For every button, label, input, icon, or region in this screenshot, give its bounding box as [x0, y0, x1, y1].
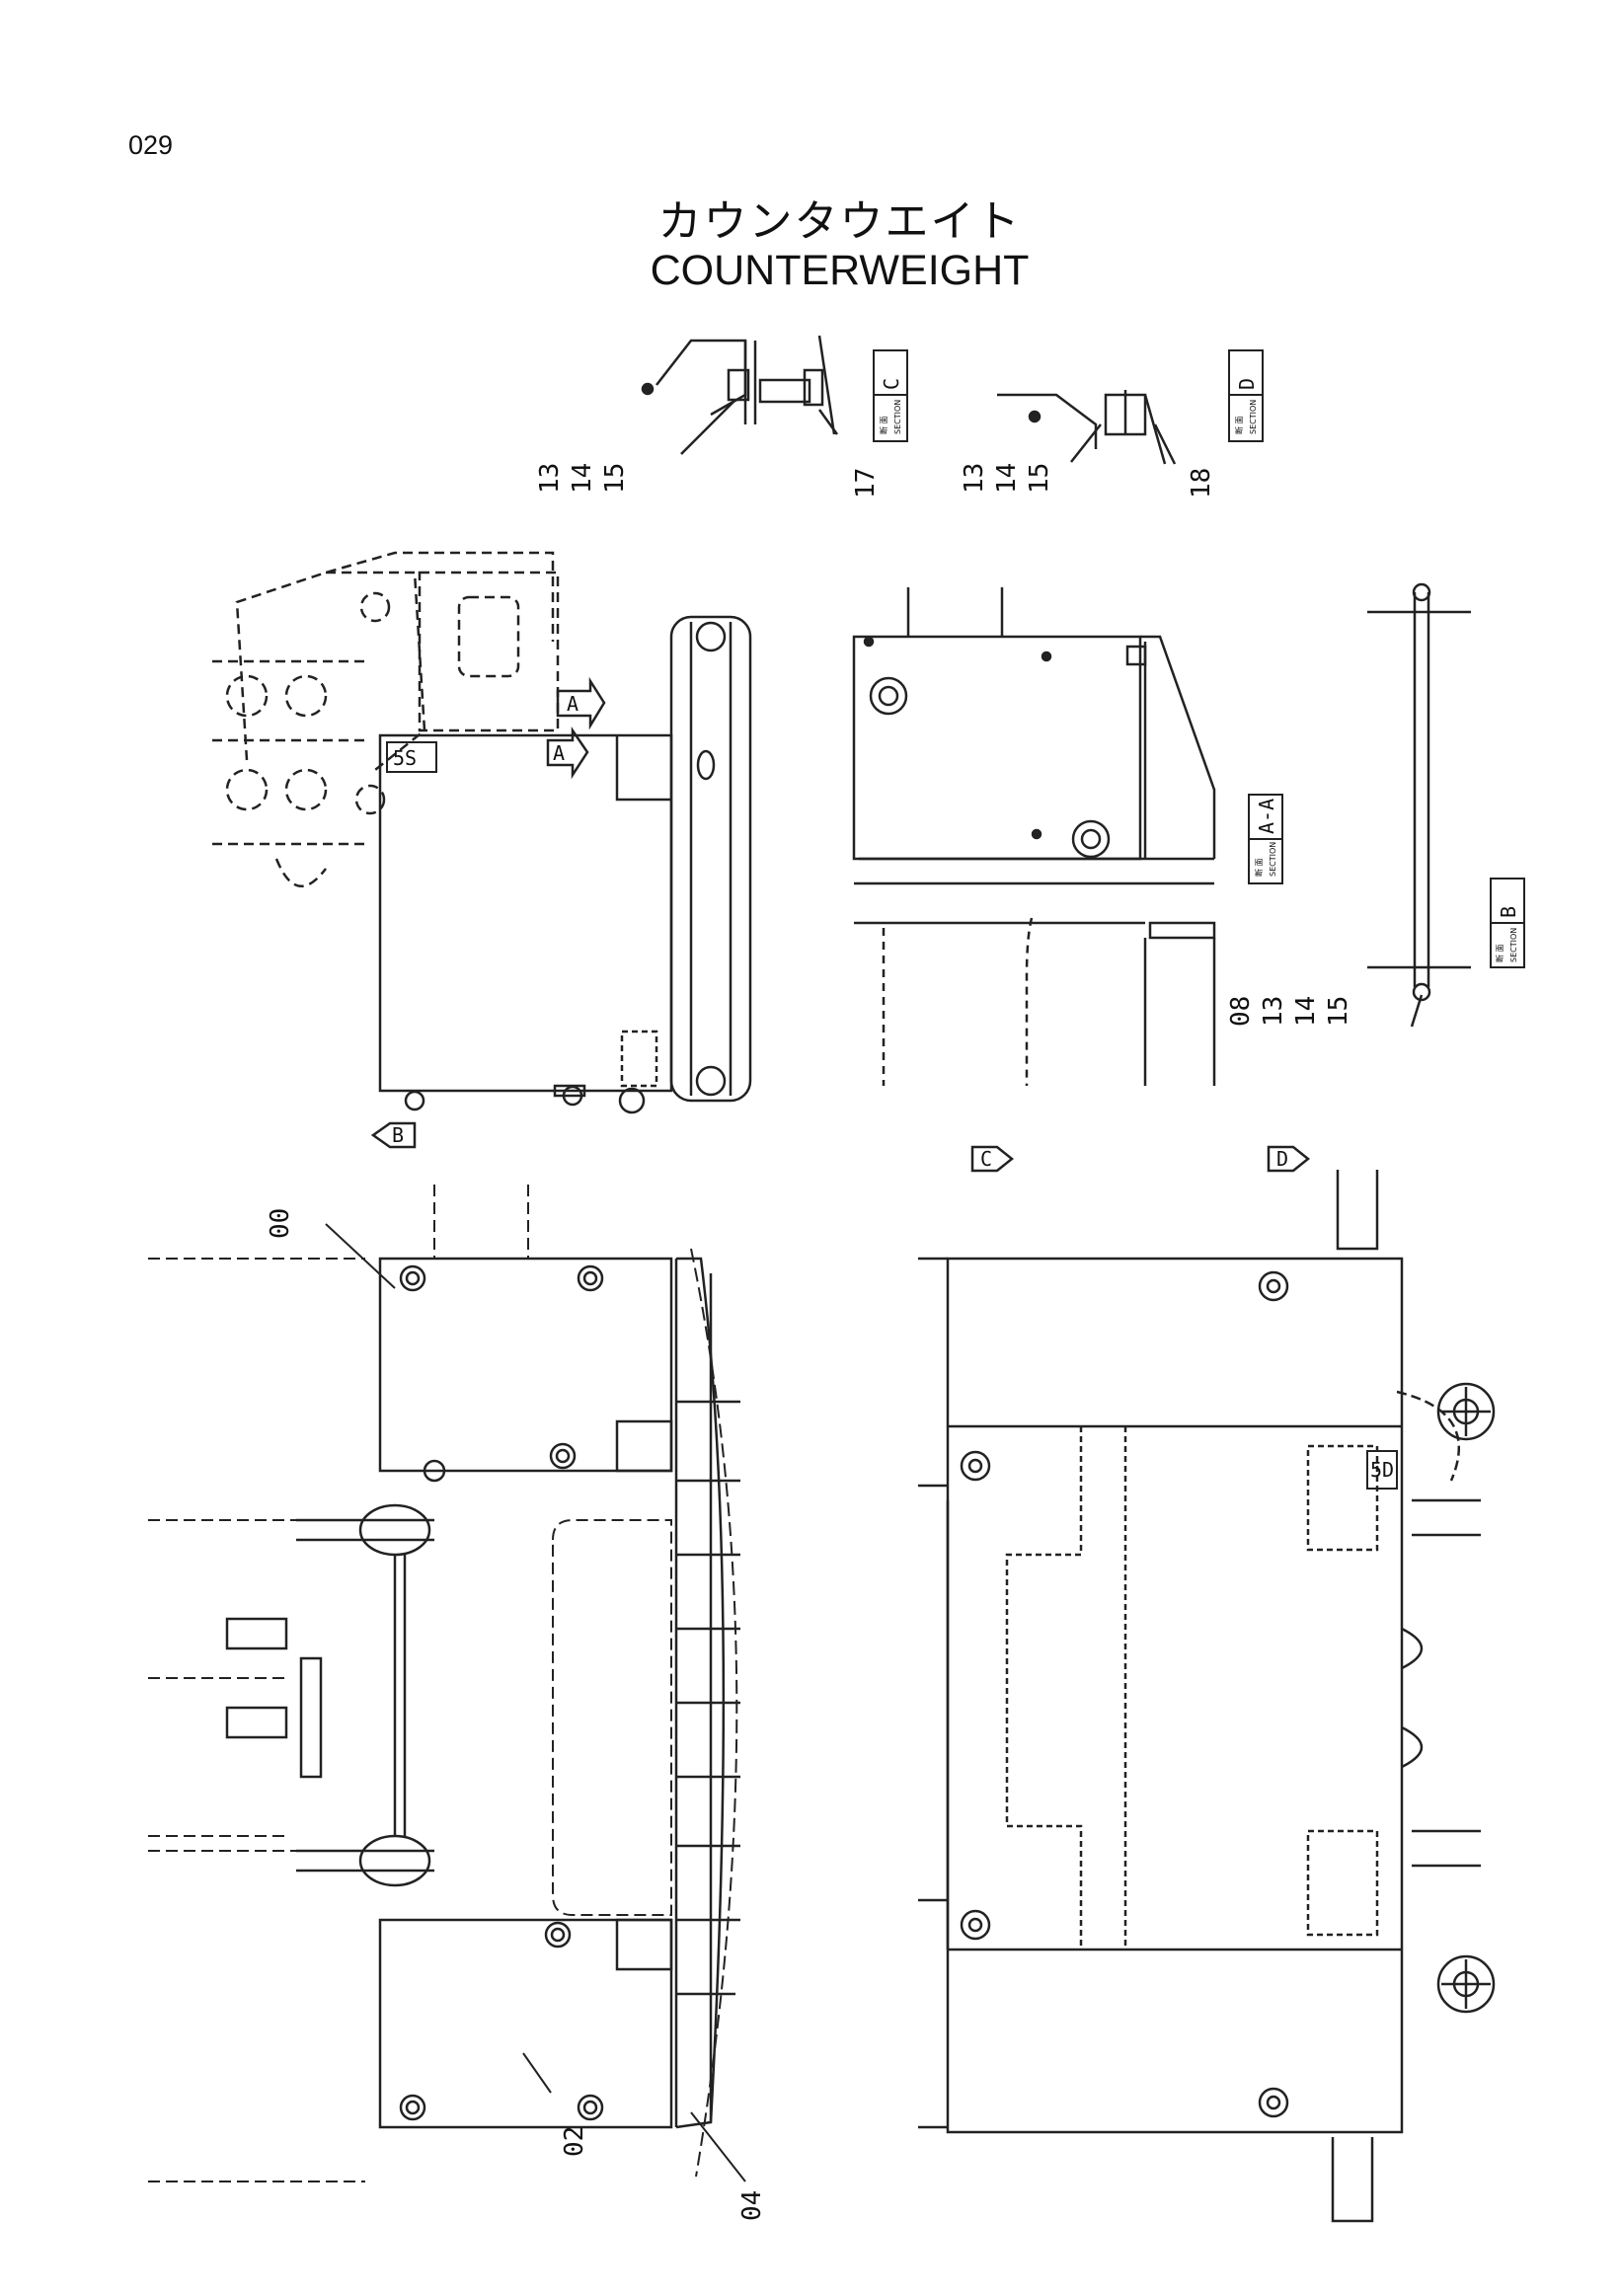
section-c-detail	[641, 335, 839, 455]
callout-b-14: 14	[1291, 996, 1321, 1027]
section-d-detail	[997, 390, 1177, 465]
view-marker-b-label: B	[392, 1123, 404, 1147]
section-d-letter: D	[1235, 378, 1259, 390]
view-arrow-a-upper	[556, 676, 606, 730]
view-marker-d-label: D	[1276, 1147, 1288, 1171]
callout-04: 04	[737, 2190, 767, 2221]
section-b-label: B 断 面 SECTION	[1490, 878, 1525, 968]
leader-02	[522, 2052, 552, 2094]
callout-c-13: 13	[535, 463, 565, 494]
leader-04	[690, 2111, 746, 2182]
underside-outline	[918, 1257, 1404, 2134]
view-marker-d	[1267, 1145, 1311, 1173]
callout-b-13: 13	[1259, 996, 1288, 1027]
section-d-caption: SECTION	[1249, 400, 1258, 434]
section-b-caption: SECTION	[1509, 928, 1518, 962]
stamp-5d: 5D	[1366, 1450, 1398, 1490]
underside-chassis	[1331, 1170, 1496, 2223]
callout-c-17: 17	[851, 468, 881, 498]
callout-02: 02	[560, 2126, 589, 2157]
page-number: 029	[128, 130, 174, 160]
section-aa-caption: SECTION	[1269, 842, 1277, 877]
callout-b-15: 15	[1324, 996, 1353, 1027]
callout-c-15: 15	[600, 463, 630, 494]
underside-recess	[1005, 1426, 1379, 1950]
side-view-upper-frame	[212, 551, 560, 887]
view-marker-c	[970, 1145, 1015, 1173]
section-c-letter: C	[880, 378, 903, 390]
callout-00: 00	[266, 1208, 295, 1239]
view-marker-c-label: C	[980, 1147, 992, 1171]
stamp-5s-text: 5S	[393, 746, 417, 770]
section-c-label: C 断 面 SECTION	[873, 349, 908, 442]
section-aa-label: A-A 断 面 SECTION	[1248, 794, 1283, 884]
callout-d-13: 13	[960, 463, 989, 494]
plan-view-frame	[148, 1185, 672, 2182]
callout-d-18: 18	[1187, 468, 1216, 498]
section-b-bolt	[1367, 582, 1471, 1028]
section-aa-view	[852, 587, 1216, 1086]
callout-c-14: 14	[568, 463, 597, 494]
view-arrow-a-lower-label: A	[553, 741, 565, 765]
callout-d-14: 14	[992, 463, 1022, 494]
title-japanese: カウンタウエイト	[657, 196, 1022, 247]
counterweight-block-upper-plan	[378, 1257, 673, 1483]
section-b-tag: 断 面	[1495, 944, 1504, 962]
stamp-5s: 5S	[386, 741, 437, 773]
section-c-tag: 断 面	[879, 416, 888, 434]
callout-b-08: 08	[1226, 996, 1256, 1027]
counterweight-block-lower-plan	[378, 1918, 673, 2129]
plan-view-arm	[674, 1248, 740, 2178]
section-c-caption: SECTION	[893, 400, 902, 434]
section-d-label: D 断 面 SECTION	[1228, 349, 1264, 442]
leader-00	[325, 1223, 396, 1289]
arm-beam	[669, 615, 752, 1103]
counterweight-block-side	[378, 733, 673, 1114]
section-aa-tag: 断 面	[1254, 858, 1264, 877]
title-english: COUNTERWEIGHT	[650, 247, 1030, 294]
view-arrow-a-lower	[546, 726, 589, 780]
plan-view-linkage	[225, 1503, 434, 1887]
view-arrow-a-upper-label: A	[567, 692, 579, 716]
stamp-5d-text: 5D	[1370, 1458, 1394, 1482]
section-b-letter: B	[1497, 906, 1520, 918]
section-aa-letter: A-A	[1255, 799, 1278, 834]
view-marker-b	[370, 1121, 417, 1149]
callout-d-15: 15	[1025, 463, 1054, 494]
section-d-tag: 断 面	[1234, 416, 1244, 434]
